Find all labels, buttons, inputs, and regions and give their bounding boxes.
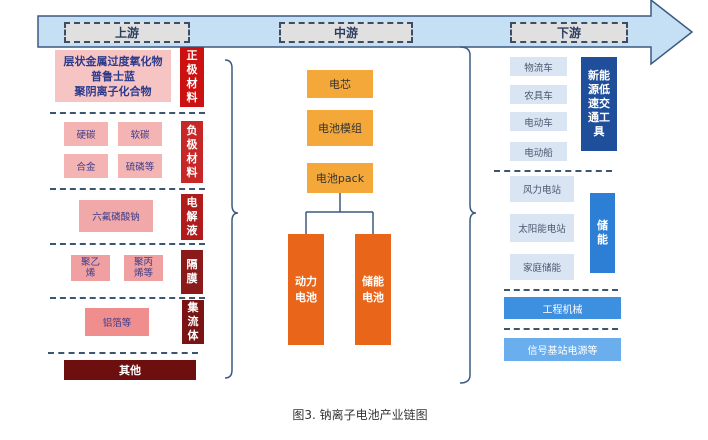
cell-box: 电芯 [307, 70, 373, 98]
base-station-box: 信号基站电源等 [504, 338, 621, 361]
separator-line [50, 188, 205, 190]
separator-item-box: 聚乙 烯 [71, 255, 110, 281]
downstream-header: 下游 [510, 22, 628, 43]
upstream-brace [224, 59, 239, 379]
cathode-materials-box: 层状金属过度氧化物 普鲁士蓝 聚阴离子化合物 [55, 50, 171, 102]
anode-item-box: 软碳 [118, 122, 162, 146]
label-char: 正 [186, 49, 198, 62]
label-char: 流 [187, 315, 199, 328]
anode-item-box: 合金 [64, 154, 108, 178]
label-char: 极 [186, 63, 198, 76]
cathode-item: 普鲁士蓝 [91, 69, 135, 83]
cathode-item: 聚阴离子化合物 [74, 84, 152, 98]
storage-battery-box: 储能 电池 [355, 234, 391, 345]
cathode-category-label: 正 极 材 料 [180, 47, 204, 107]
separator-category-label: 隔 膜 [181, 250, 203, 294]
item-text: 烯 [85, 268, 96, 279]
storage-item-box: 家庭储能 [510, 254, 574, 280]
cathode-item: 层状金属过度氧化物 [63, 54, 163, 68]
machinery-box: 工程机械 [504, 297, 621, 319]
anode-item-box: 硬碳 [64, 122, 108, 146]
storage-item-box: 太阳能电站 [510, 214, 574, 242]
separator-line [504, 328, 618, 330]
separator-line [50, 297, 205, 299]
anode-category-label: 负 极 材 料 [181, 121, 203, 183]
pack-connector [305, 193, 374, 234]
separator-line [50, 112, 205, 114]
separator-line [494, 170, 612, 172]
box-text: 电池 [362, 290, 384, 304]
upstream-header: 上游 [64, 22, 190, 43]
collector-category-label: 集 流 体 [182, 300, 204, 344]
pack-box: 电池pack [307, 163, 373, 193]
collector-item-box: 铝箔等 [85, 308, 149, 336]
label-char: 材 [186, 77, 198, 90]
label-char: 源低 [588, 83, 610, 96]
label-char: 速交 [588, 97, 610, 110]
storage-item-box: 风力电站 [510, 176, 574, 202]
label-char: 材 [186, 152, 198, 165]
separator-item-box: 聚丙 烯等 [124, 255, 163, 281]
box-text: 电池 [295, 290, 317, 304]
label-char: 负 [186, 124, 198, 137]
label-char: 集 [187, 301, 199, 314]
separator-line [504, 289, 618, 291]
transport-item-box: 电动车 [510, 112, 567, 131]
box-text: 储能 [362, 274, 384, 288]
transport-item-box: 农具车 [510, 85, 567, 104]
box-text: 动力 [295, 274, 317, 288]
label-char: 极 [186, 138, 198, 151]
electrolyte-item-box: 六氟磷酸钠 [79, 200, 153, 232]
label-char: 新能 [588, 69, 610, 82]
transport-category-label: 新能 源低 速交 通工 具 [581, 57, 617, 151]
label-char: 体 [187, 329, 199, 342]
midstream-header: 中游 [279, 22, 413, 43]
anode-item-box: 硫磷等 [118, 154, 162, 178]
separator-line [48, 352, 198, 354]
item-text: 聚丙 [133, 257, 153, 268]
other-box: 其他 [64, 360, 196, 380]
transport-item-box: 电动船 [510, 142, 567, 161]
label-char: 具 [593, 125, 605, 138]
power-battery-box: 动力 电池 [288, 234, 324, 345]
label-char: 解 [186, 210, 198, 223]
midstream-brace [459, 46, 477, 384]
storage-category-label: 储 能 [590, 193, 615, 273]
label-char: 能 [597, 233, 608, 246]
label-char: 料 [186, 91, 198, 104]
label-char: 电 [186, 196, 198, 209]
label-char: 通工 [588, 111, 610, 124]
label-char: 隔 [186, 258, 198, 271]
separator-line [50, 243, 205, 245]
label-char: 储 [597, 219, 608, 232]
label-char: 膜 [186, 272, 198, 285]
label-char: 液 [186, 224, 198, 237]
label-char: 料 [186, 166, 198, 179]
electrolyte-category-label: 电 解 液 [181, 194, 203, 240]
item-text: 聚乙 [80, 257, 100, 268]
module-box: 电池模组 [307, 110, 373, 146]
figure-caption: 图3. 钠离子电池产业链图 [292, 407, 428, 422]
item-text: 烯等 [133, 268, 153, 279]
transport-item-box: 物流车 [510, 57, 567, 76]
